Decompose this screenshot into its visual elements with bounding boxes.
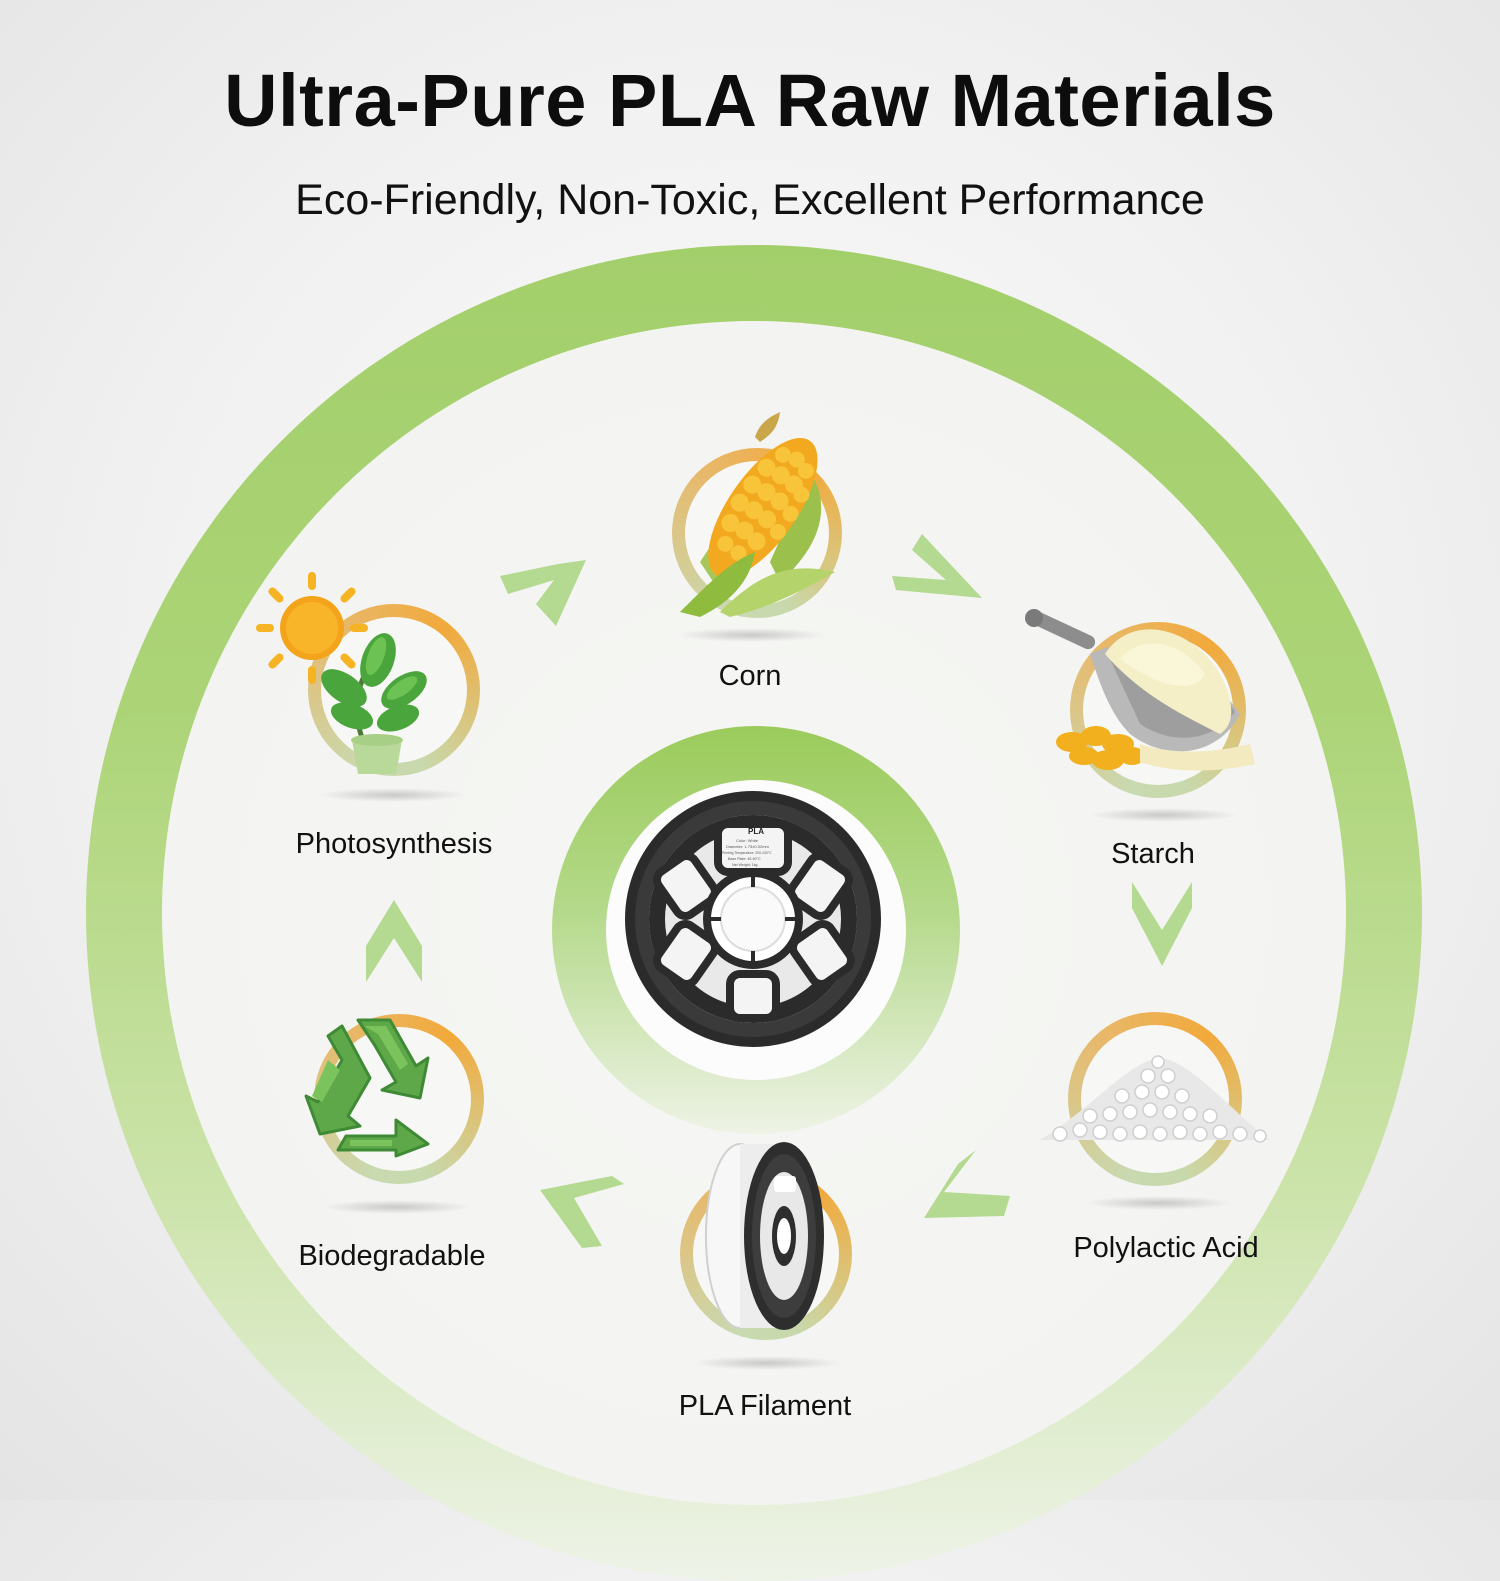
starch-shadow [1088, 808, 1238, 822]
arrow-acid-to-filament-icon [924, 1148, 1014, 1220]
polylactic-acid-shadow [1084, 1196, 1234, 1210]
arrow-corn-to-starch-icon [892, 530, 984, 602]
spool-label-weight: Net Weight: 1kg [732, 863, 758, 867]
arrow-biodegradable-to-photosynthesis-icon [364, 898, 424, 984]
photosynthesis-label: Photosynthesis [295, 828, 493, 860]
spool-label-color: Color: White [736, 838, 759, 843]
starch-label: Starch [1111, 838, 1195, 870]
sun-plant-icon [252, 568, 462, 778]
arrow-filament-to-biodegradable-icon [538, 1176, 632, 1250]
biodegradable-label: Biodegradable [298, 1240, 486, 1272]
polylactic-acid-label: Polylactic Acid [1073, 1232, 1259, 1264]
pla-filament-shadow [692, 1356, 842, 1370]
pla-filament-label: PLA Filament [678, 1390, 852, 1422]
recycle-icon [288, 1000, 468, 1160]
starch-scoop-icon [1020, 604, 1260, 794]
spool-label-name: PLA [748, 827, 764, 836]
corn-label: Corn [718, 660, 782, 692]
corn-icon [660, 412, 860, 622]
spool-label-diameter: Diameter: 1.75±0.02mm [726, 844, 770, 849]
photosynthesis-shadow [318, 788, 468, 802]
pellets-icon [1030, 1050, 1274, 1150]
center-spool-icon: PLA Color: White Diameter: 1.75±0.02mm P… [622, 788, 884, 1050]
page-title: Ultra-Pure PLA Raw Materials [224, 59, 1276, 142]
corn-shadow [676, 628, 826, 642]
infographic: Ultra-Pure PLA Raw Materials Eco-Friendl… [162, 59, 1346, 1505]
arrow-starch-to-acid-icon [1130, 878, 1194, 968]
filament-spool-icon [700, 1136, 840, 1336]
spool-label-plate: Base Plate: 45-60°C [728, 857, 761, 861]
arrow-photosynthesis-to-corn-icon [496, 556, 588, 628]
spool-label-temp: Printing Temperature: 200-230°C [722, 851, 772, 855]
biodegradable-shadow [322, 1200, 472, 1214]
page-subtitle: Eco-Friendly, Non-Toxic, Excellent Perfo… [295, 176, 1205, 224]
